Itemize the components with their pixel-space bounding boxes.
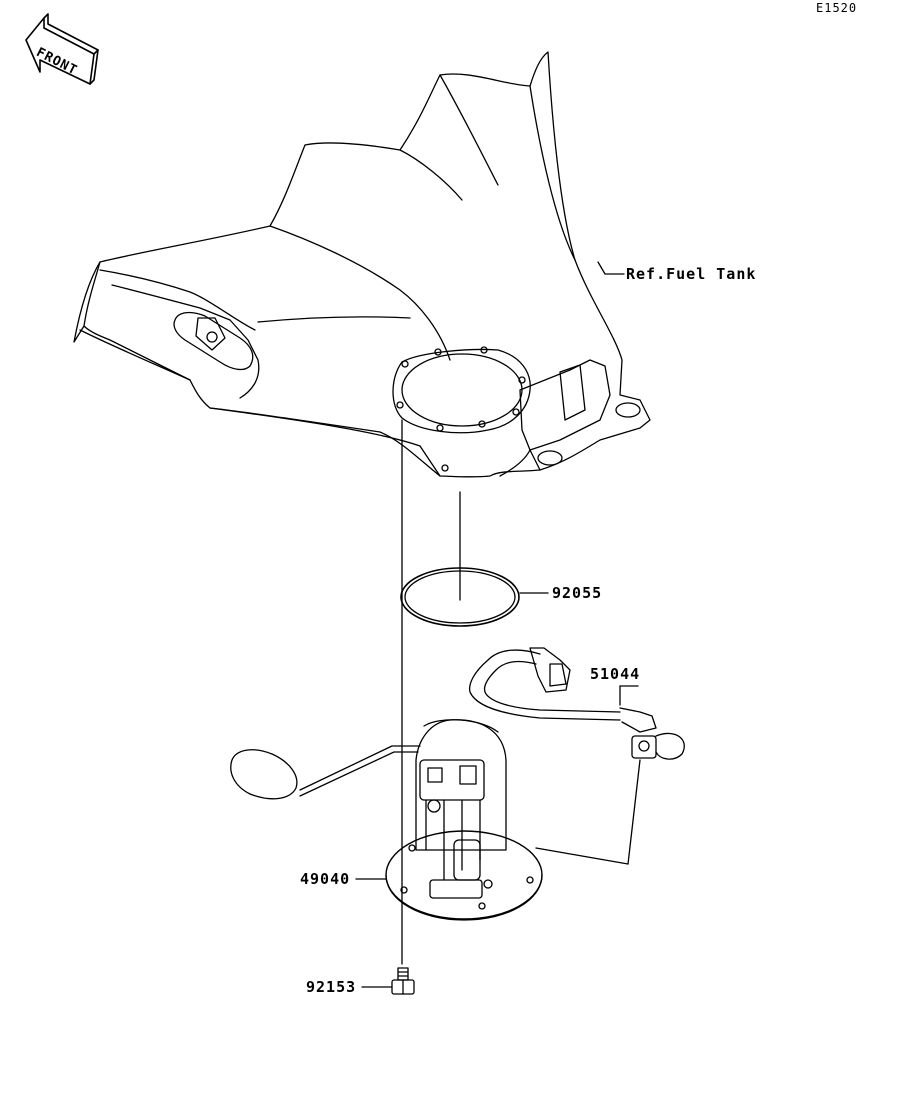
leader-pump-to-hose-v <box>627 759 641 865</box>
bolt-drawing <box>391 967 415 995</box>
leader-fuel-tank <box>597 261 625 275</box>
front-arrow-icon <box>25 13 99 85</box>
fuel-pump-drawing <box>230 719 543 921</box>
part-label-fuel-pump: 49040 <box>300 870 351 888</box>
part-label-fuel-tank: Ref.Fuel Tank <box>626 265 757 283</box>
leader-pump-to-hose <box>535 847 629 865</box>
part-label-bolt: 92153 <box>306 978 357 996</box>
part-label-hose: 51044 <box>590 665 641 683</box>
part-label-o-ring: 92055 <box>552 584 603 602</box>
o-ring-drawing <box>400 567 520 627</box>
hose-drawing <box>468 647 685 760</box>
diagram-code: E1520 <box>816 1 858 15</box>
fuel-tank-drawing <box>73 51 651 478</box>
